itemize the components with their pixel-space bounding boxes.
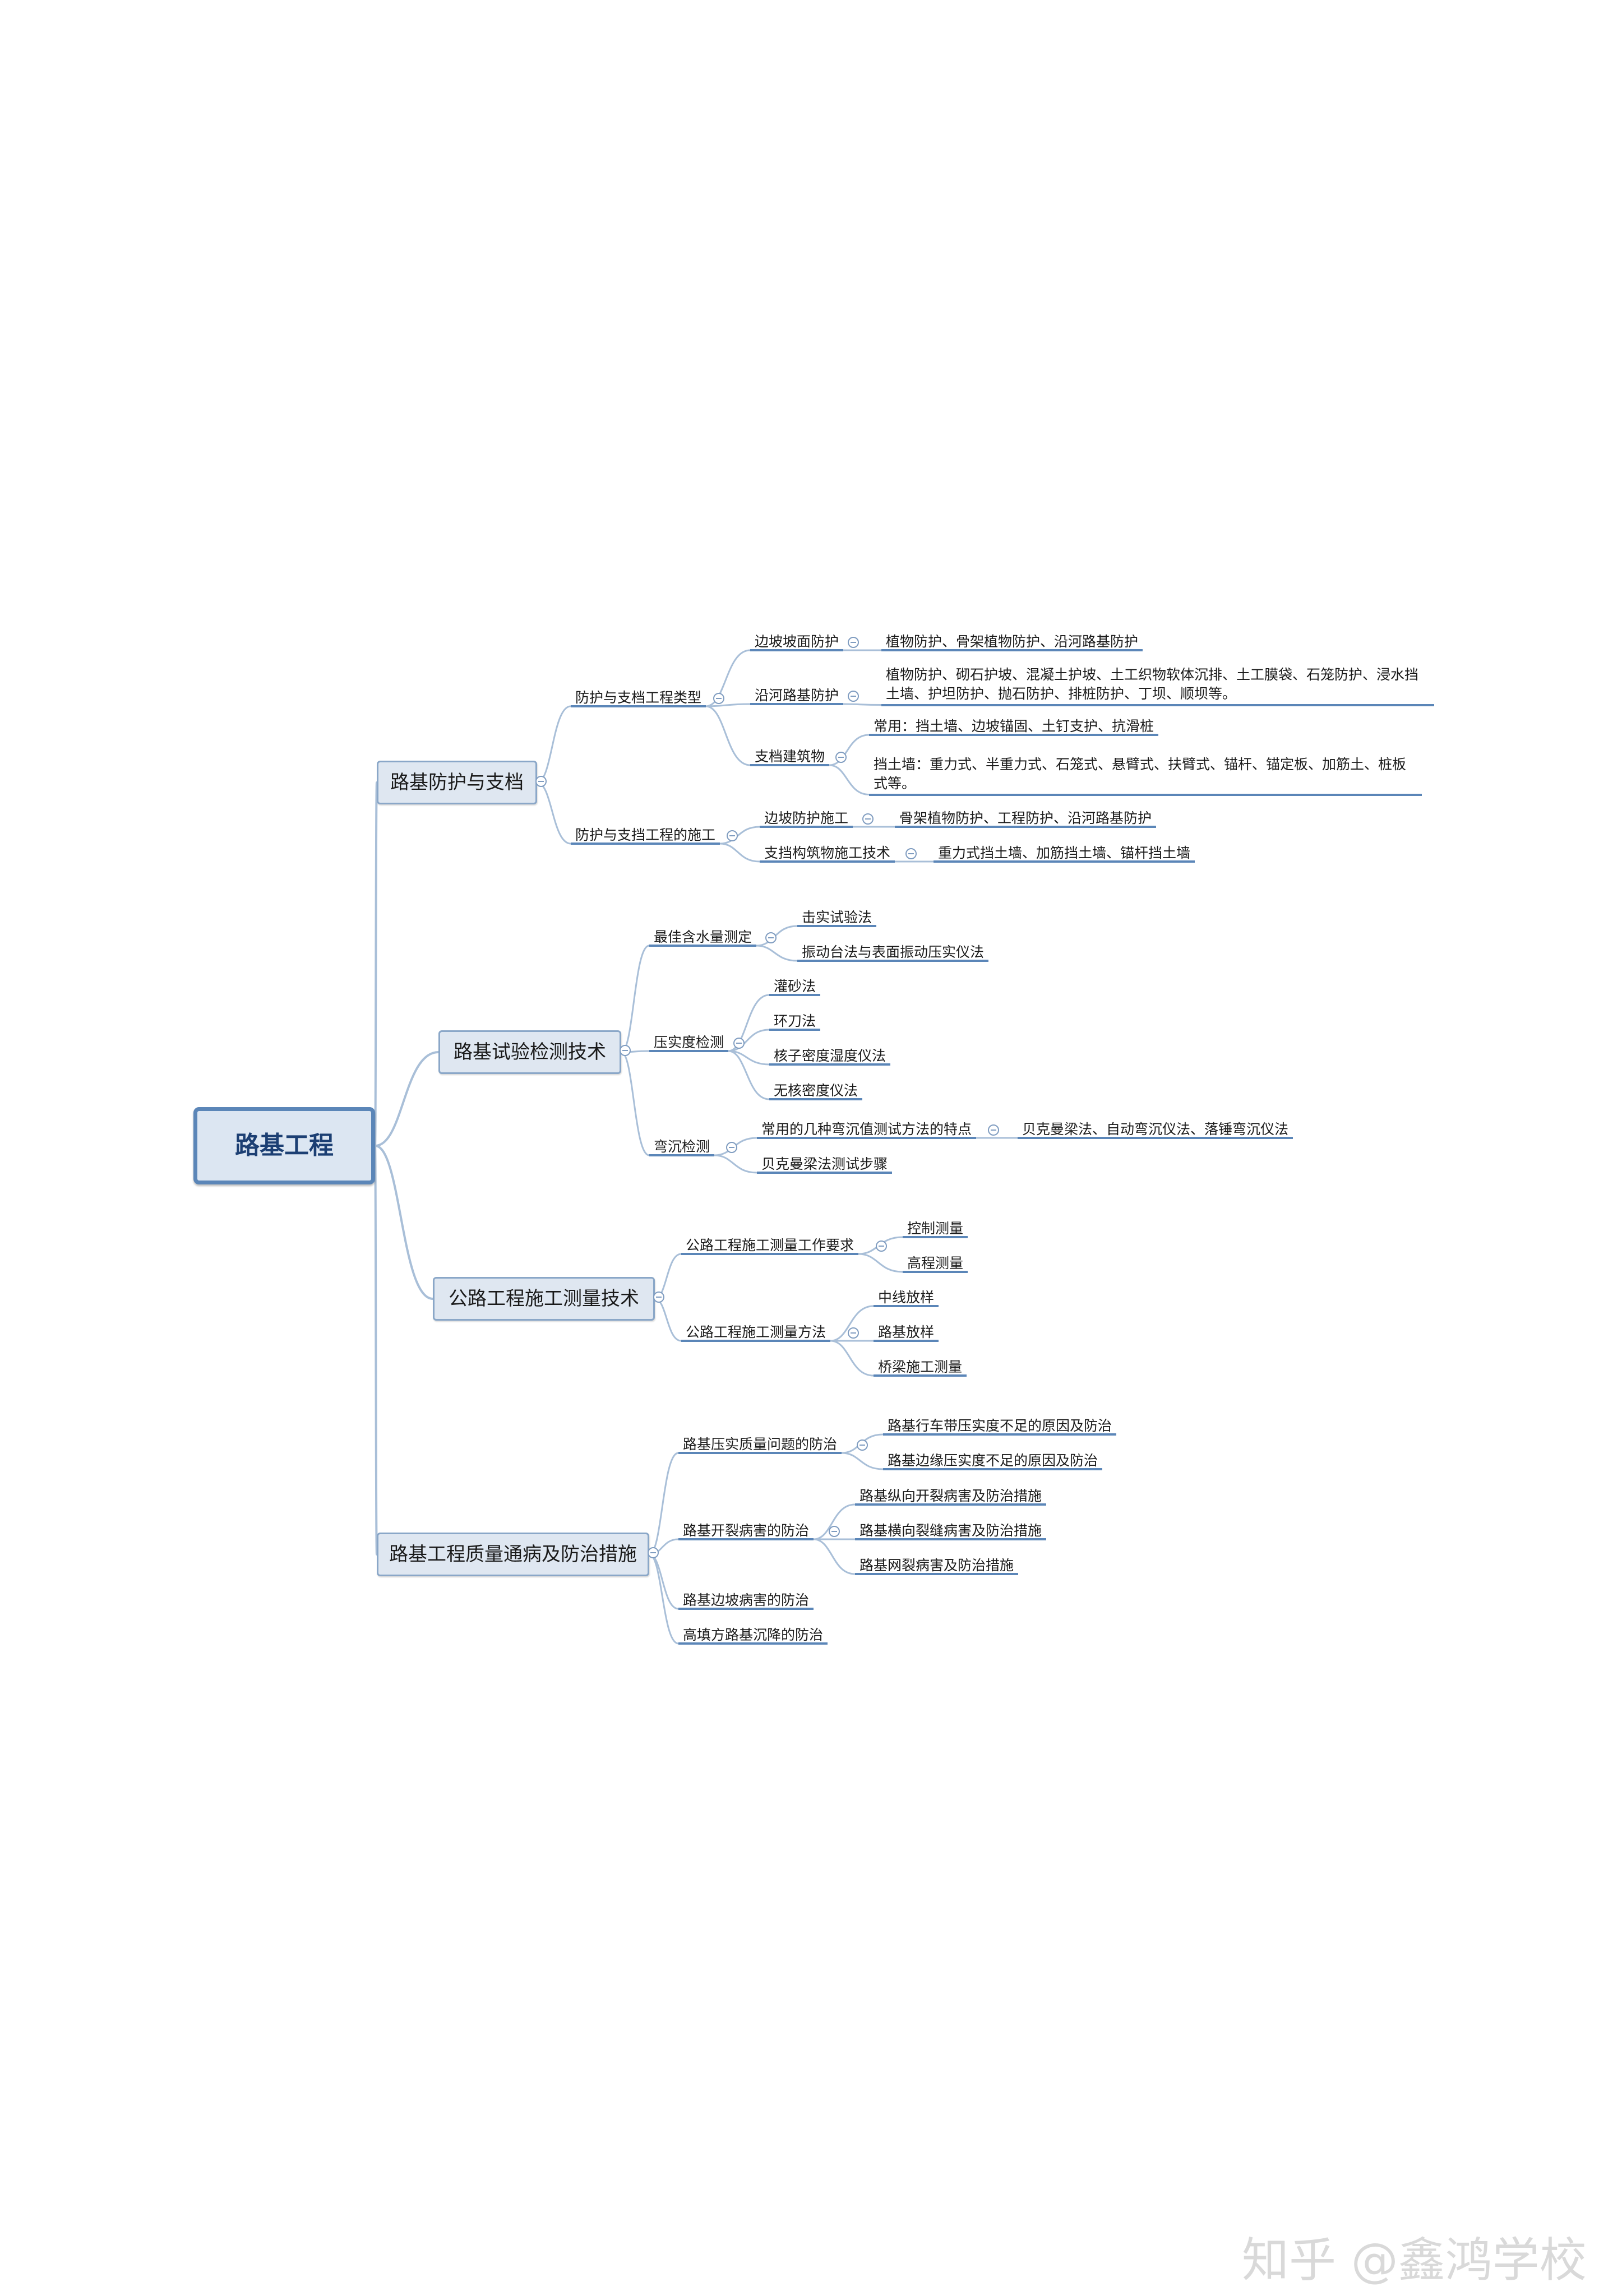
connector-line [374,1145,378,1556]
connector-line [728,1050,770,1100]
collapse-toggle-icon[interactable] [876,1240,887,1252]
connector-line [830,1305,874,1342]
collapse-toggle-icon[interactable] [653,1292,664,1303]
leaf-slope-surface-methods: 植物防护、骨架植物防护、沿河路基防护 [881,635,1143,651]
collapse-toggle-icon[interactable] [848,1327,859,1339]
sub-survey-methods[interactable]: 公路工程施工测量方法 [681,1326,831,1342]
leaf-riverside-methods: 植物防护、砌石护坡、混凝土护坡、土工织物软体沉排、土工膜袋、石笼防护、浸水挡土墙… [881,666,1434,706]
connector-line [714,1154,757,1174]
connector-line [728,1050,770,1066]
connector-line [756,925,798,947]
sub-cracking-defects[interactable]: 路基开裂病害的防治 [678,1524,814,1540]
sub-benkelman-steps[interactable]: 贝克曼梁法测试步骤 [757,1158,893,1174]
collapse-toggle-icon[interactable] [727,830,738,841]
sub-deflection-detection[interactable]: 弯沉检测 [649,1140,715,1156]
connector-line [813,1503,856,1540]
connector-line [706,703,751,707]
connector-line [537,705,571,784]
sub-compaction-quality[interactable]: 路基压实质量问题的防治 [678,1438,842,1454]
connector-line [649,1553,679,1645]
connector-line [705,705,751,766]
connector-line [374,781,378,1147]
collapse-toggle-icon[interactable] [648,1547,659,1558]
leaf-map-cracking: 路基网裂病害及防治措施 [855,1559,1019,1575]
connector-line [719,826,760,845]
sub-optimal-moisture[interactable]: 最佳含水量测定 [649,931,757,947]
connector-line [728,1029,770,1052]
branch-survey-technology[interactable]: 公路工程施工测量技术 [433,1277,655,1321]
sub-slope-defects[interactable]: 路基边坡病害的防治 [678,1594,814,1610]
connector-line [705,649,751,707]
connector-line [621,1051,650,1156]
collapse-toggle-icon[interactable] [862,813,874,825]
collapse-toggle-icon[interactable] [988,1124,999,1136]
sub-survey-requirements[interactable]: 公路工程施工测量工作要求 [681,1239,859,1255]
leaf-retaining-wall-types: 重力式挡土墙、加筋挡土墙、锚杆挡土墙 [934,846,1195,863]
sub-high-fill-settlement[interactable]: 高填方路基沉降的防治 [678,1628,828,1645]
leaf-centerline-layout: 中线放样 [874,1291,939,1307]
leaf-slope-protection-methods: 骨架植物防护、工程防护、沿河路基防护 [895,812,1157,828]
connector-line [858,1253,903,1273]
leaf-roadbed-layout: 路基放样 [874,1326,939,1342]
leaf-bridge-survey: 桥梁施工测量 [874,1360,967,1377]
collapse-toggle-icon[interactable] [713,693,724,704]
sub-slope-protection-construction[interactable]: 边坡防护施工 [760,812,853,828]
connector-line [756,945,798,962]
leaf-retaining-walls: 挡土墙：重力式、半重力式、石笼式、悬臂式、扶臂式、锚杆、锚定板、加筋土、桩板式等… [869,756,1422,796]
leaf-control-survey: 控制测量 [903,1222,968,1238]
connector-line [829,734,870,766]
connector-line [830,1340,874,1377]
collapse-toggle-icon[interactable] [848,637,859,648]
sub-slope-surface-protection[interactable]: 边坡坡面防护 [750,635,844,651]
leaf-vibration-method: 振动台法与表面振动压实仪法 [797,946,989,962]
leaf-retaining-common: 常用：挡土墙、边坡锚固、土钉支护、抗滑桩 [869,720,1159,736]
connector-line [375,1051,439,1147]
collapse-toggle-icon[interactable] [620,1045,631,1056]
collapse-toggle-icon[interactable] [733,1038,745,1049]
branch-roadbed-protection[interactable]: 路基防护与支档 [377,761,537,804]
leaf-elevation-survey: 高程测量 [903,1257,968,1273]
sub-compaction-detection[interactable]: 压实度检测 [649,1036,729,1052]
leaf-nuclear-gauge: 核子密度湿度仪法 [769,1049,891,1066]
leaf-ring-knife: 环刀法 [769,1015,821,1031]
sub-protection-construction[interactable]: 防护与支挡工程的施工 [571,828,720,845]
leaf-sand-cone: 灌砂法 [769,980,821,996]
collapse-toggle-icon[interactable] [905,848,917,859]
connector-line [843,703,882,706]
watermark: 知乎 @鑫鸿学校 [1242,2233,1587,2288]
leaf-compaction-test: 击实试验法 [797,911,877,927]
sub-retaining-construction[interactable]: 支挡构筑物施工技术 [760,846,895,863]
sub-riverside-protection[interactable]: 沿河路基防护 [750,689,844,705]
collapse-toggle-icon[interactable] [835,752,847,763]
collapse-toggle-icon[interactable] [765,932,777,943]
connector-line [719,843,760,863]
collapse-toggle-icon[interactable] [535,776,547,787]
branch-testing-technology[interactable]: 路基试验检测技术 [438,1030,621,1074]
sub-retaining-structures[interactable]: 支档建筑物 [750,750,830,766]
collapse-toggle-icon[interactable] [829,1526,840,1537]
leaf-transverse-cracks: 路基横向裂缝病害及防治措施 [855,1524,1047,1540]
leaf-longitudinal-cracking: 路基纵向开裂病害及防治措施 [855,1489,1047,1506]
root-node[interactable]: 路基工程 [193,1107,375,1184]
leaf-deflection-instruments: 贝克曼梁法、自动弯沉仪法、落锤弯沉仪法 [1018,1123,1293,1139]
sub-deflection-methods[interactable]: 常用的几种弯沉值测试方法的特点 [757,1123,977,1139]
connector-line [829,764,870,795]
connector-line [813,1538,856,1575]
branch-quality-defects[interactable]: 路基工程质量通病及防治措施 [377,1533,649,1576]
connector-line [537,781,571,845]
connector-line [621,945,650,1053]
connector-line [841,1452,884,1470]
collapse-toggle-icon[interactable] [726,1142,737,1153]
collapse-toggle-icon[interactable] [857,1439,868,1451]
connector-line [375,1145,433,1300]
connector-line [728,994,770,1052]
leaf-edge-compaction: 路基边缘压实度不足的原因及防治 [883,1454,1103,1470]
connector-line [654,1298,682,1342]
collapse-toggle-icon[interactable] [848,691,859,702]
leaf-non-nuclear-gauge: 无核密度仪法 [769,1084,863,1100]
sub-protection-types[interactable]: 防护与支档工程类型 [571,691,706,707]
leaf-wheel-path-compaction: 路基行车带压实度不足的原因及防治 [883,1419,1117,1436]
